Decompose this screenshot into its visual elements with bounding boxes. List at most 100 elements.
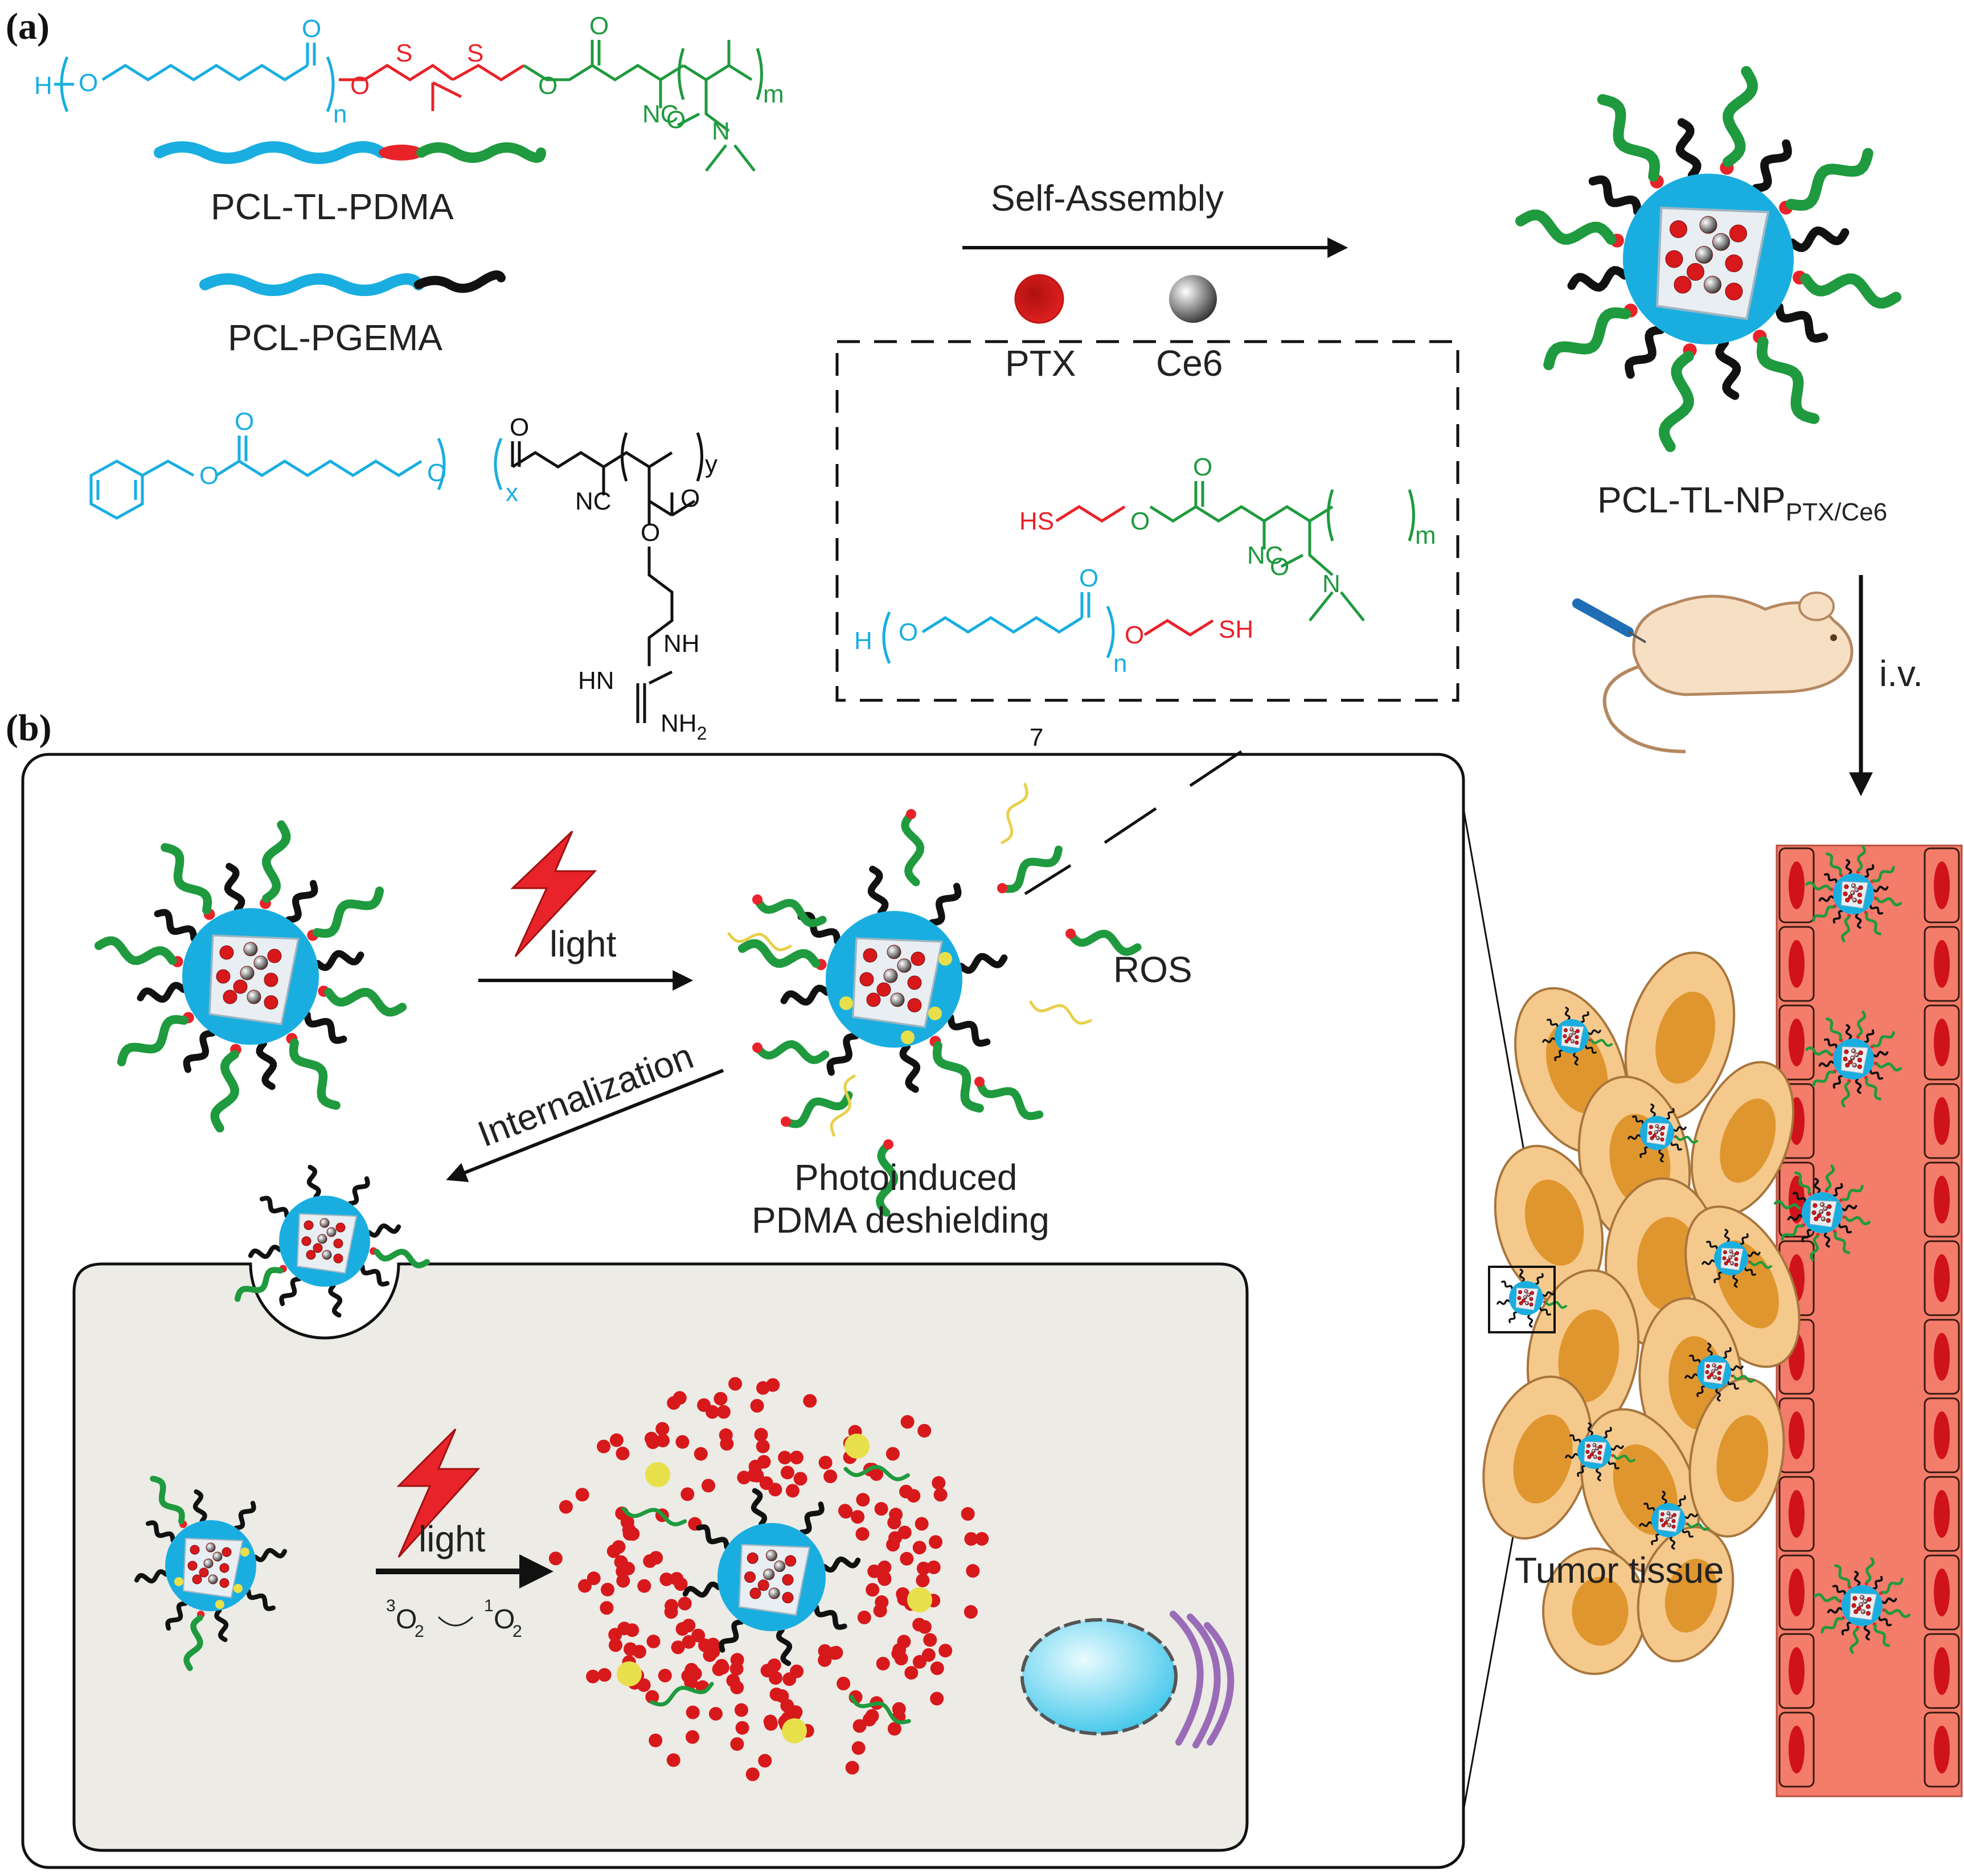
released-ptx bbox=[597, 1439, 611, 1454]
ptx-molecule bbox=[1848, 894, 1853, 900]
ptx-molecule bbox=[863, 948, 878, 963]
cell-nucleus bbox=[1934, 1097, 1950, 1145]
ptx-molecule bbox=[1519, 1301, 1523, 1306]
ptx-molecule bbox=[1648, 1131, 1653, 1135]
ptx-molecule bbox=[219, 945, 234, 960]
ce6-molecule bbox=[1695, 246, 1713, 264]
pgema-chain bbox=[1746, 1251, 1761, 1257]
ce6-molecule bbox=[1654, 1130, 1658, 1134]
cell-nucleus bbox=[1789, 1490, 1805, 1538]
ptx-molecule bbox=[782, 1592, 794, 1604]
pgema-chain bbox=[1855, 1078, 1862, 1094]
repeat-x: x bbox=[506, 479, 518, 507]
ce6-molecule bbox=[1852, 897, 1857, 902]
ce6-molecule bbox=[1851, 883, 1856, 888]
released-ptx bbox=[760, 1664, 774, 1678]
ptx-molecule bbox=[1590, 1452, 1594, 1456]
pgema-chain bbox=[1682, 1529, 1694, 1538]
ptx-molecule bbox=[1848, 1060, 1853, 1065]
ce6-molecule bbox=[212, 1551, 223, 1562]
pgema-chain bbox=[1872, 1050, 1889, 1058]
ce6-molecule bbox=[240, 966, 255, 980]
pgema-chain bbox=[1554, 1049, 1563, 1061]
ce6-molecule bbox=[1859, 1602, 1864, 1607]
ptx-molecule bbox=[1867, 1597, 1872, 1602]
thiol-end bbox=[906, 809, 916, 819]
ptx-molecule bbox=[1575, 1040, 1579, 1045]
pgema-chain bbox=[1672, 1126, 1687, 1132]
nanoparticle-ptx-ce6 bbox=[1515, 65, 1902, 453]
ce6-molecule bbox=[1666, 1517, 1670, 1521]
released-ptx bbox=[923, 1633, 937, 1647]
pdma-chain bbox=[1865, 912, 1882, 935]
pgema-chain bbox=[1573, 1052, 1579, 1066]
ptx-molecule bbox=[757, 1579, 769, 1591]
o-atom: O bbox=[1270, 553, 1289, 581]
pdma-chain bbox=[1756, 336, 1820, 424]
pgema-chain bbox=[814, 1604, 847, 1630]
pgema-chain bbox=[1823, 1231, 1831, 1248]
singlet-sup: 1 bbox=[484, 1596, 494, 1615]
pdma-chain bbox=[1544, 1300, 1568, 1309]
released-ptx bbox=[963, 1605, 978, 1619]
pgema-chain bbox=[1744, 1267, 1756, 1276]
pgema-chain bbox=[1801, 1228, 1812, 1243]
pdma-chain bbox=[1825, 1017, 1842, 1041]
ptx-molecule bbox=[1843, 891, 1848, 897]
o-atom: O bbox=[427, 459, 446, 487]
pgema-chain bbox=[1639, 1521, 1653, 1528]
pgema-chain bbox=[1792, 1192, 1807, 1202]
tumor-cell bbox=[1482, 1376, 1593, 1540]
ce6-molecule bbox=[1819, 1209, 1824, 1214]
released-ptx bbox=[878, 1560, 892, 1574]
cell-nucleus bbox=[1934, 1647, 1950, 1695]
ce6-molecule bbox=[766, 1550, 777, 1561]
ros-species bbox=[174, 1577, 183, 1586]
pdma-chain bbox=[1812, 1070, 1835, 1087]
released-ptx bbox=[616, 1446, 630, 1460]
ptx-molecule bbox=[267, 949, 282, 963]
pgema-chain bbox=[1845, 859, 1852, 875]
pgema-chain bbox=[1827, 1607, 1843, 1614]
released-ptx bbox=[866, 1583, 880, 1597]
dashed-connector bbox=[1104, 807, 1157, 844]
ptx-molecule bbox=[264, 972, 278, 987]
tumor-nanoparticle bbox=[1684, 1343, 1756, 1402]
pgema-chain bbox=[1496, 1299, 1511, 1306]
pdma-chain bbox=[1781, 1224, 1804, 1241]
ce6-molecule bbox=[243, 942, 258, 957]
ptx-drug-icon bbox=[1014, 274, 1064, 324]
released-ptx bbox=[766, 1378, 780, 1392]
repeat-n: n bbox=[333, 100, 347, 128]
ptx-molecule bbox=[1724, 1261, 1728, 1266]
pgema-chain bbox=[134, 1569, 169, 1584]
ptx-molecule bbox=[1674, 276, 1692, 294]
pdma-thiol-product: HS O O NC O N m bbox=[1019, 453, 1436, 622]
cell-nucleus bbox=[1934, 940, 1950, 988]
ptx-molecule bbox=[1857, 1064, 1862, 1069]
ptx-molecule bbox=[1597, 1451, 1602, 1455]
cell-nucleus bbox=[1720, 1098, 1776, 1183]
pgema-chain bbox=[1596, 1467, 1602, 1481]
hs-group: HS bbox=[1019, 507, 1054, 535]
pdma-chain bbox=[1865, 1077, 1882, 1101]
released-ptx bbox=[855, 1527, 870, 1541]
ce6-molecule bbox=[887, 945, 901, 959]
released-ptx bbox=[915, 1517, 929, 1531]
pdma-chain bbox=[1515, 210, 1617, 245]
nitrile-nc: NC bbox=[1247, 541, 1284, 569]
ptx-molecule bbox=[1529, 1297, 1534, 1301]
pdma-chain bbox=[1794, 1171, 1811, 1194]
released-ptx bbox=[646, 1435, 660, 1450]
pdma-chain bbox=[1773, 1200, 1800, 1210]
thiol-end bbox=[752, 1042, 762, 1053]
pgema-chain bbox=[1732, 1274, 1739, 1288]
released-ptx bbox=[665, 1599, 679, 1613]
ptx-molecule bbox=[1729, 224, 1747, 243]
ce6-molecule bbox=[206, 1542, 216, 1553]
released-ptx bbox=[678, 1596, 692, 1611]
pcl-thiol-product: H O O n O SH bbox=[854, 564, 1253, 678]
ptx-molecule bbox=[1735, 1251, 1739, 1255]
tumor-cell bbox=[1637, 1526, 1735, 1662]
